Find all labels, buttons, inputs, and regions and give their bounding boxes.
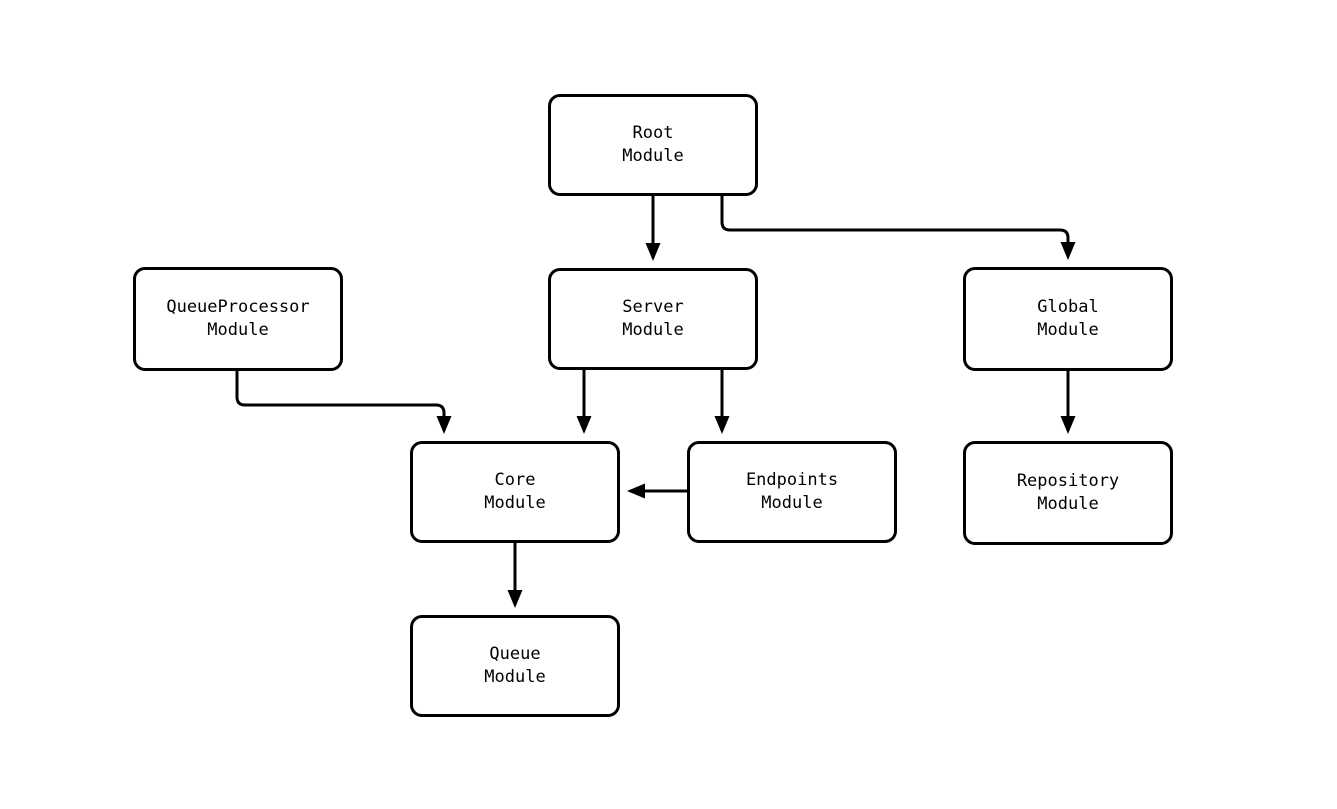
node-server-name: Server	[622, 297, 684, 317]
node-repository-name: Repository	[1016, 471, 1120, 491]
node-repository-suffix: Module	[1037, 494, 1099, 514]
node-queueprocessor-suffix: Module	[207, 320, 269, 340]
node-root-name: Root	[632, 123, 674, 143]
node-root[interactable]: Root Module	[548, 94, 758, 196]
node-repository[interactable]: Repository Module	[963, 441, 1173, 545]
node-core[interactable]: Core Module	[410, 441, 620, 543]
node-server[interactable]: Server Module	[548, 268, 758, 370]
node-endpoints-suffix: Module	[761, 493, 823, 513]
node-core-suffix: Module	[484, 493, 546, 513]
node-queue[interactable]: Queue Module	[410, 615, 620, 717]
node-endpoints[interactable]: Endpoints Module	[687, 441, 897, 543]
edge-root-to-global	[720, 196, 1076, 260]
node-global-suffix: Module	[1037, 320, 1099, 340]
node-global-name: Global	[1037, 297, 1099, 317]
node-queueprocessor-name: QueueProcessor	[166, 297, 310, 317]
node-core-name: Core	[494, 470, 536, 490]
node-endpoints-name: Endpoints	[745, 470, 839, 490]
node-root-suffix: Module	[622, 146, 684, 166]
node-server-suffix: Module	[622, 320, 684, 340]
node-queueprocessor[interactable]: QueueProcessor Module	[133, 267, 343, 371]
edge-queueprocessor-to-core	[235, 371, 452, 434]
node-queue-suffix: Module	[484, 667, 546, 687]
node-global[interactable]: Global Module	[963, 267, 1173, 371]
node-queue-name: Queue	[489, 644, 541, 664]
